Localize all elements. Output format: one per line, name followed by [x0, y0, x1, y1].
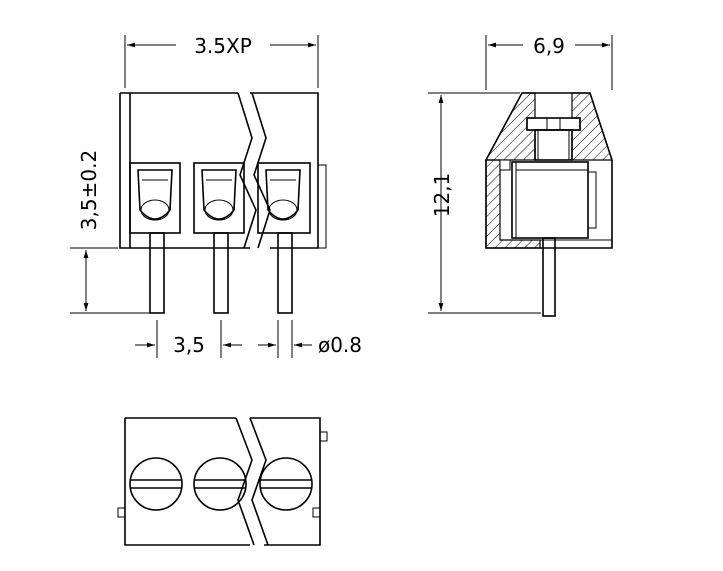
dimension-pitch: 3,5 — [135, 320, 242, 358]
dimension-depth: 6,9 — [485, 34, 613, 90]
height-label: 12,1 — [430, 173, 454, 218]
height-offset-label: 3,5±0.2 — [77, 150, 101, 230]
pin — [149, 232, 165, 314]
pitch-label: 3,5 — [173, 333, 205, 357]
terminal-cavity — [129, 162, 181, 234]
depth-label: 6,9 — [533, 34, 565, 58]
screw-head — [259, 457, 313, 511]
pin-diameter-label: ø0.8 — [318, 333, 362, 357]
top-view — [117, 417, 328, 546]
dimension-height-offset: 3,5±0.2 — [70, 150, 150, 314]
screw-head — [129, 457, 183, 511]
dimension-height: 12,1 — [428, 92, 541, 314]
side-view: 6,9 12,1 — [428, 34, 613, 317]
pin — [277, 232, 293, 314]
screw-head — [193, 457, 247, 511]
dimension-pin-diameter: ø0.8 — [258, 320, 362, 358]
pitch-total-label: 3.5XP — [194, 34, 252, 58]
pin — [213, 232, 229, 314]
front-view: 3.5XP 3,5±0.2 3,5 ø0.8 — [70, 34, 362, 358]
dimension-pitch-total: 3.5XP — [124, 34, 319, 88]
terminal-cavity — [193, 162, 245, 234]
